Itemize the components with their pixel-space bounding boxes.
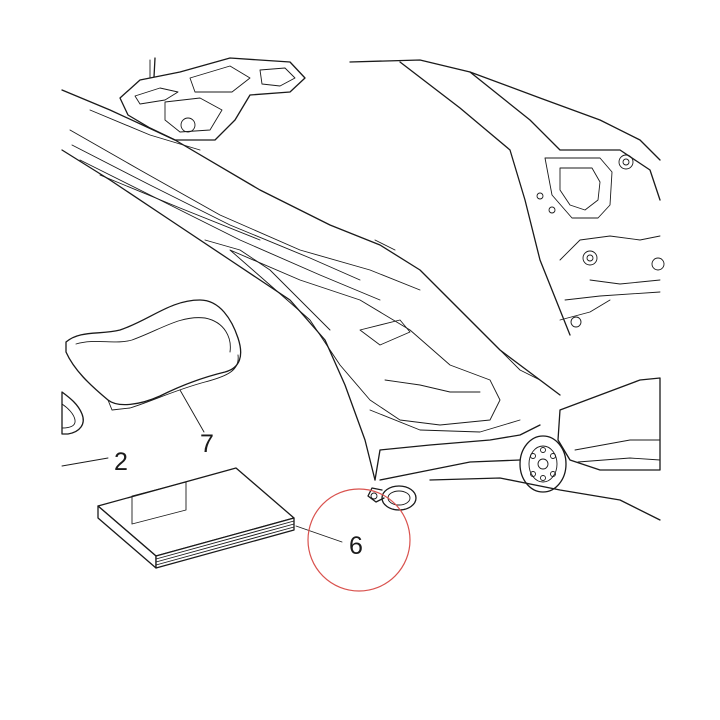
leader-line-6 bbox=[295, 525, 343, 543]
frame-arm bbox=[61, 89, 561, 481]
manual-booklet bbox=[97, 467, 295, 569]
right-mounting-plate bbox=[349, 59, 665, 336]
foam-pad bbox=[65, 299, 242, 411]
highlight-circle bbox=[307, 488, 411, 592]
leader-line-7 bbox=[179, 389, 205, 433]
callout-2: 2 bbox=[114, 448, 128, 476]
leader-line-2 bbox=[61, 457, 109, 467]
callout-7: 7 bbox=[200, 430, 214, 458]
clamp-ring bbox=[367, 485, 417, 511]
callout-6: 6 bbox=[349, 532, 363, 560]
leader-lines bbox=[61, 389, 343, 543]
partial-gasket bbox=[61, 391, 84, 435]
shaft-hub bbox=[429, 377, 661, 521]
